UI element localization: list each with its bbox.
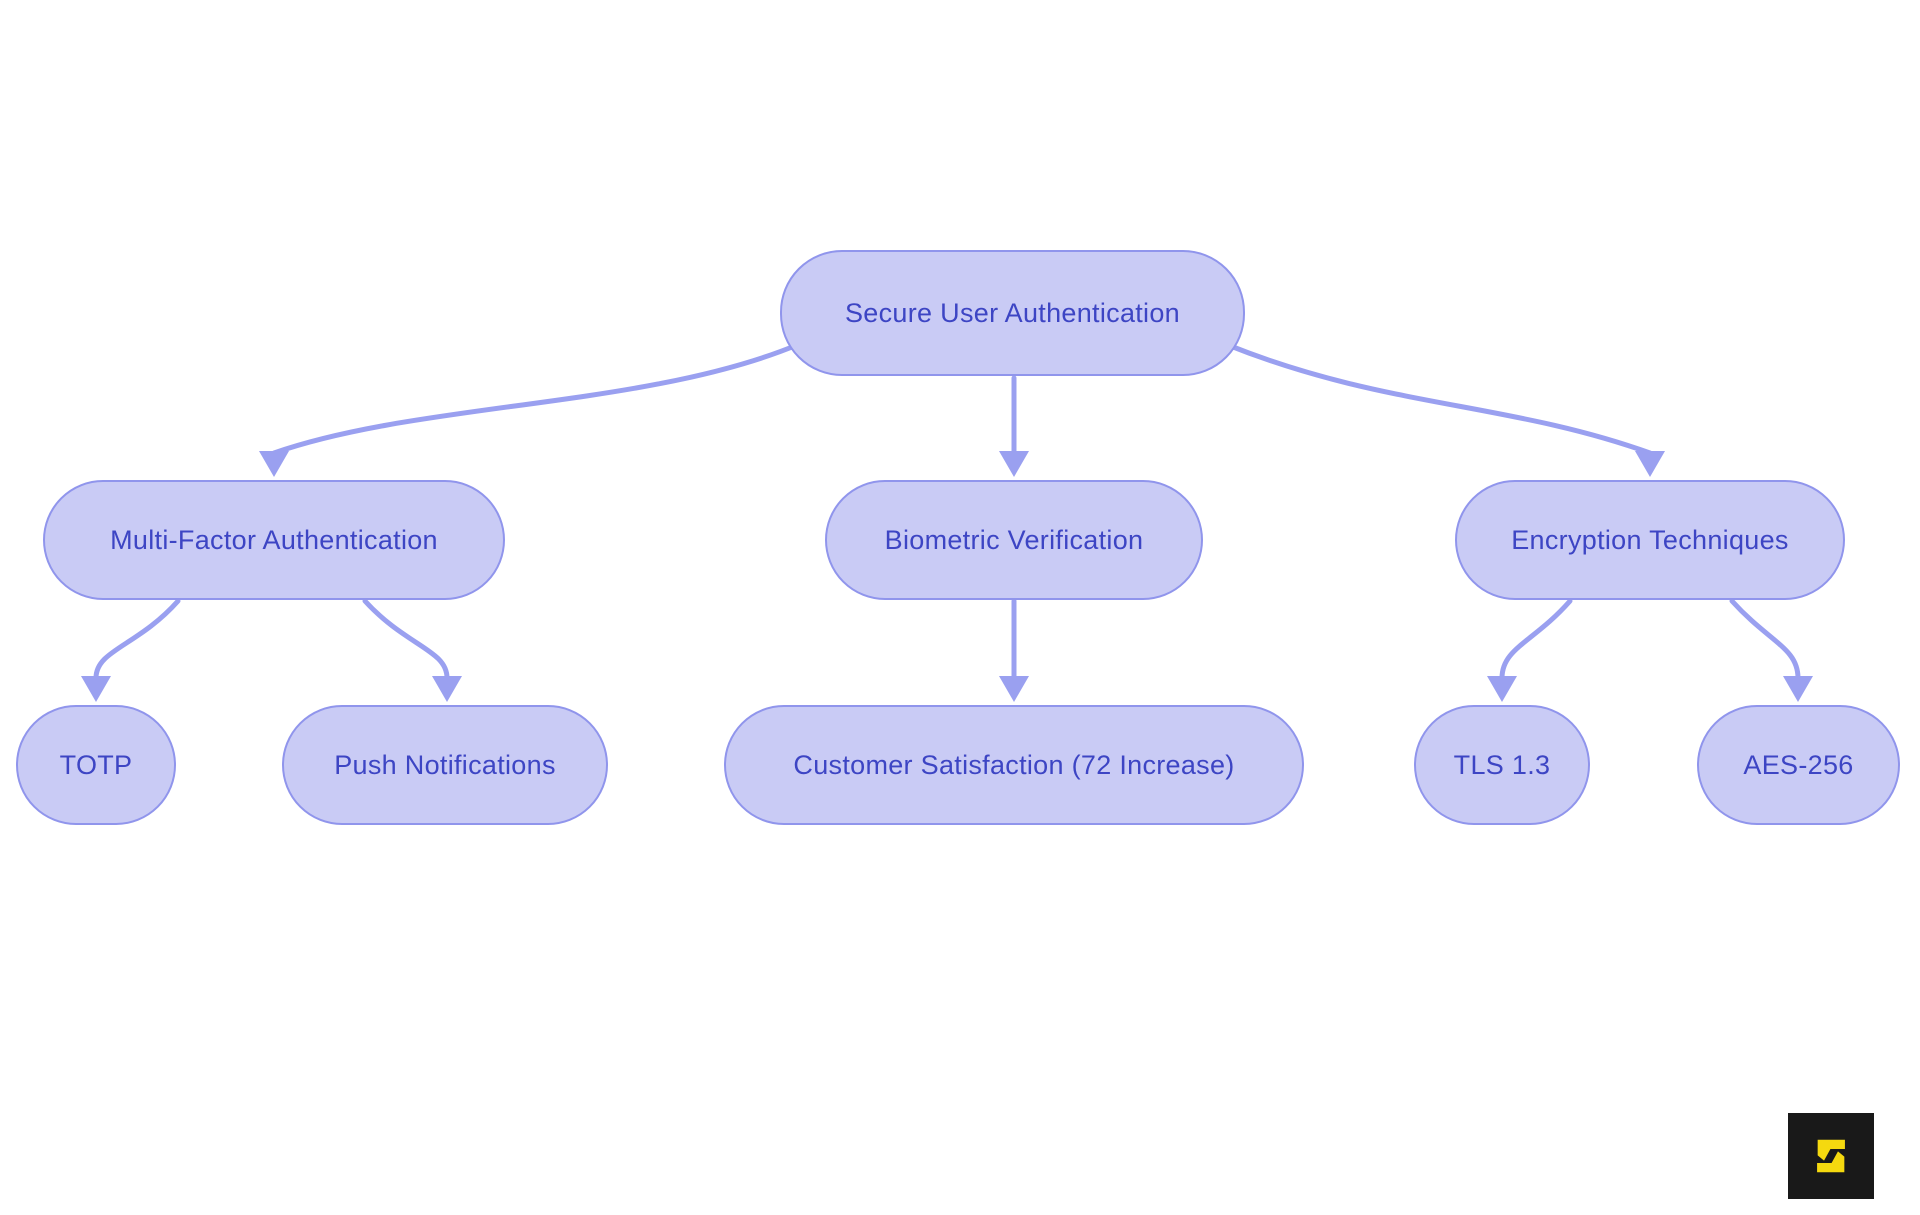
arrowhead-biometric [999,451,1029,477]
arrowhead-mfa [259,451,289,477]
edge-secure-encryption [1225,342,1653,456]
node-totp: TOTP [16,705,176,825]
node-tls-13: TLS 1.3 [1414,705,1590,825]
node-encryption-techniques: Encryption Techniques [1455,480,1845,600]
node-multi-factor-authentication: Multi-Factor Authentication [43,480,505,600]
arrowhead-encryption [1635,451,1665,477]
arrowhead-push [432,676,462,702]
edge-mfa-push [362,598,450,681]
node-label: Multi-Factor Authentication [110,524,438,555]
node-label: Encryption Techniques [1511,524,1789,555]
arrowhead-customer [999,676,1029,702]
edge-encryption-tls [1499,598,1573,681]
node-label: AES-256 [1743,749,1854,780]
node-label: TLS 1.3 [1453,749,1551,780]
node-label: TOTP [59,749,133,780]
arrowhead-aes [1783,676,1813,702]
brand-logo [1788,1113,1874,1199]
node-label: Secure User Authentication [845,297,1180,328]
edge-mfa-totp [93,598,181,681]
s-logo-icon [1817,1139,1845,1173]
node-biometric-verification: Biometric Verification [825,480,1203,600]
edge-encryption-aes [1729,598,1801,681]
node-label: Biometric Verification [884,524,1144,555]
node-aes-256: AES-256 [1697,705,1900,825]
arrowhead-totp [81,676,111,702]
node-label: Customer Satisfaction (72 Increase) [793,749,1235,780]
node-label: Push Notifications [334,749,556,780]
node-secure-user-authentication: Secure User Authentication [780,250,1245,376]
node-customer-satisfaction: Customer Satisfaction (72 Increase) [724,705,1304,825]
edge-secure-mfa [271,342,800,456]
arrowhead-tls [1487,676,1517,702]
node-push-notifications: Push Notifications [282,705,608,825]
